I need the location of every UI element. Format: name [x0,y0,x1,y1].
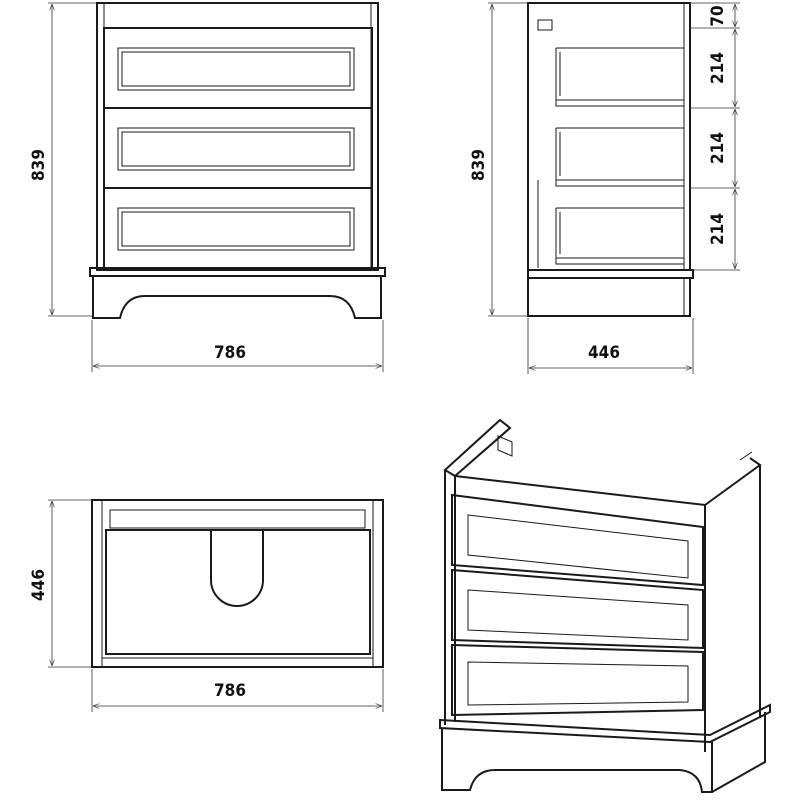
side-depth-label: 446 [588,343,620,363]
side-height-label: 839 [469,149,489,181]
front-height-label: 839 [29,149,49,181]
front-view: 839 786 [29,2,386,372]
section-label-drawer-1: 214 [708,52,728,84]
front-width-label: 786 [214,343,246,363]
top-view: 446 786 [29,499,384,712]
top-depth-label: 446 [29,569,49,601]
side-view: 70 214 214 214 839 446 [469,2,740,374]
section-label-drawer-2: 214 [708,132,728,164]
section-label-drawer-3: 214 [708,213,728,245]
isometric-view [439,418,771,793]
section-label-top: 70 [708,5,728,26]
top-width-label: 786 [214,681,246,701]
